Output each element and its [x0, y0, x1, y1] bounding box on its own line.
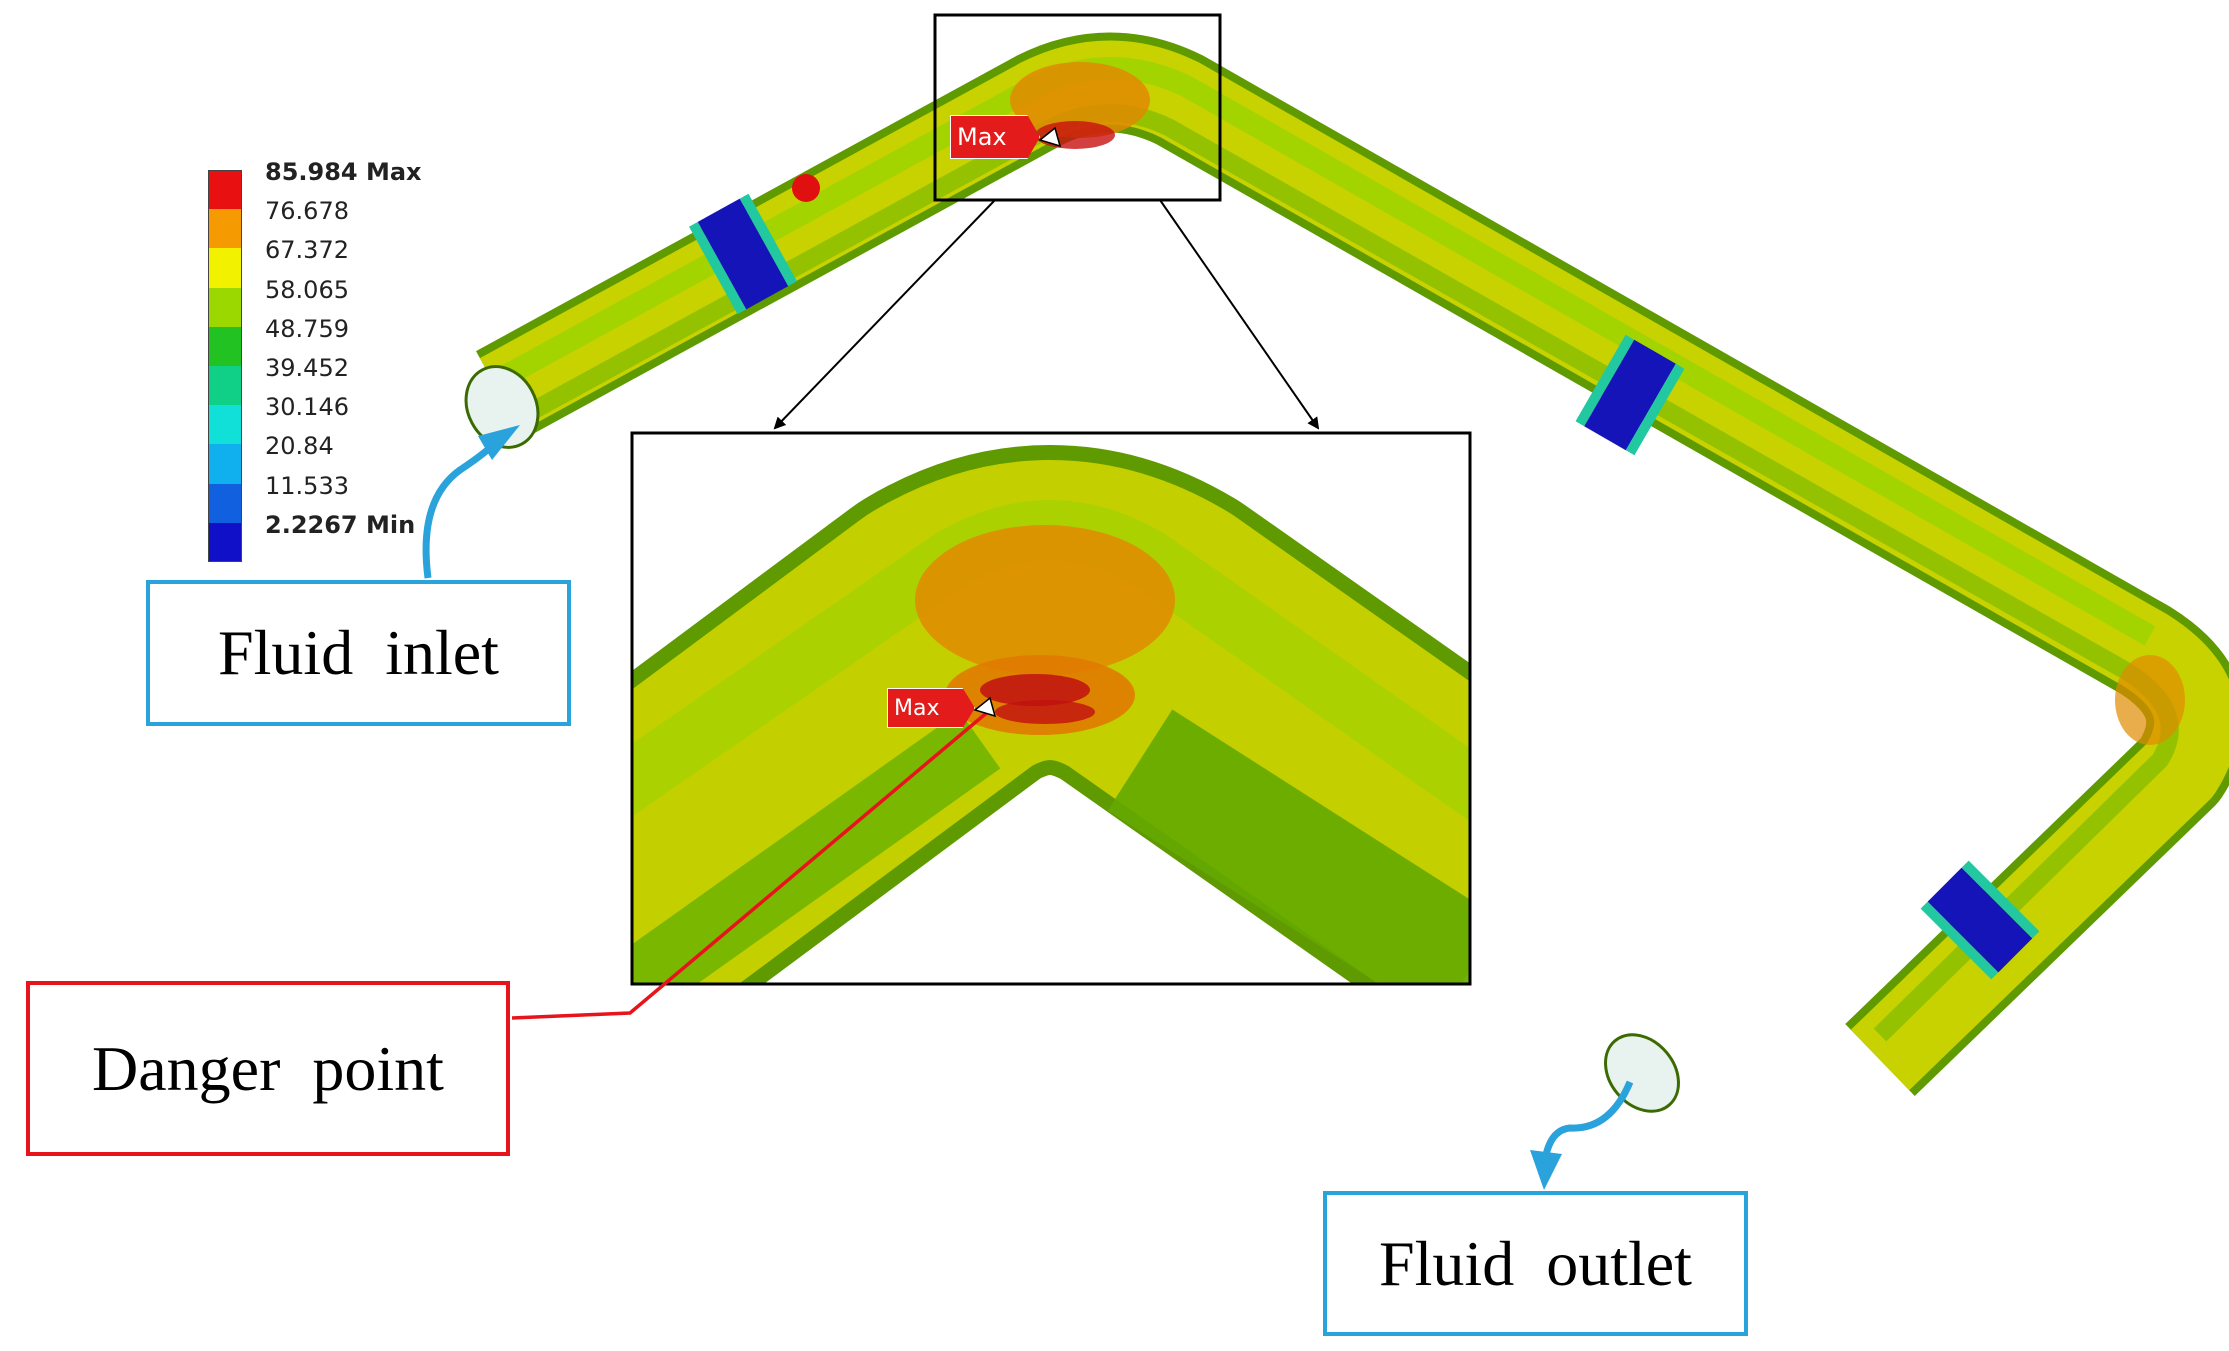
max-main-pointer [1038, 126, 1062, 148]
zoom-inset-frame [630, 431, 1472, 986]
max-marker-zoom-label: Max [894, 695, 940, 721]
band-inlet [689, 193, 797, 315]
inlet-opening [464, 365, 540, 449]
max-marker-zoom: Max [887, 688, 975, 728]
detail-frame [933, 13, 1222, 202]
inlet-arrow-head [478, 425, 520, 460]
inlet-arrow [422, 435, 503, 579]
legend-swatch [208, 170, 242, 210]
legend-label: 30.146 [265, 393, 349, 422]
legend-swatch [208, 483, 242, 523]
legend-swatch [208, 522, 242, 562]
zoom-arrow-left [773, 199, 996, 430]
top-bend-hotspot [1010, 62, 1150, 138]
legend-swatch [208, 248, 242, 288]
legend-label: 39.452 [265, 354, 349, 382]
danger-point-label: Danger point [92, 1032, 444, 1104]
zoom-inset [632, 433, 1470, 984]
danger-point-callout: Danger point [26, 981, 510, 1156]
legend-label: 11.533 [265, 471, 349, 500]
legend-swatch [208, 366, 242, 406]
band-right [1575, 334, 1685, 456]
legend-swatch [208, 287, 242, 327]
legend-label: 58.065 [265, 275, 349, 304]
legend-label: 2.2267 Min [265, 510, 416, 539]
outlet-opening [1604, 1033, 1680, 1113]
max-marker-main-label: Max [957, 123, 1007, 151]
fluid-outlet-callout: Fluid outlet [1323, 1191, 1748, 1336]
outlet-arrow [1541, 1080, 1634, 1161]
outlet-arrow-head [1530, 1150, 1562, 1190]
legend-label: 67.372 [265, 236, 349, 265]
legend-swatch [208, 444, 242, 484]
legend-label: 76.678 [265, 197, 349, 226]
fluid-inlet-callout: Fluid inlet [146, 580, 571, 726]
legend-swatch [208, 326, 242, 366]
max-zoom-pointer [973, 696, 997, 718]
band-outlet [1920, 860, 2040, 980]
legend-label: 48.759 [265, 314, 349, 343]
legend-label: 85.984 Max [265, 158, 422, 186]
legend-label: 20.84 [265, 432, 334, 461]
zoom-arrow-right [1159, 199, 1320, 430]
legend-swatch [208, 209, 242, 249]
fluid-outlet-label: Fluid outlet [1379, 1227, 1692, 1299]
red-probe-dot [792, 174, 820, 202]
danger-leader-line [511, 708, 992, 1020]
fluid-inlet-label: Fluid inlet [218, 617, 499, 688]
right-bend-hotspot [2115, 655, 2185, 745]
max-marker-main: Max [950, 115, 1040, 159]
legend-swatch [208, 405, 242, 445]
